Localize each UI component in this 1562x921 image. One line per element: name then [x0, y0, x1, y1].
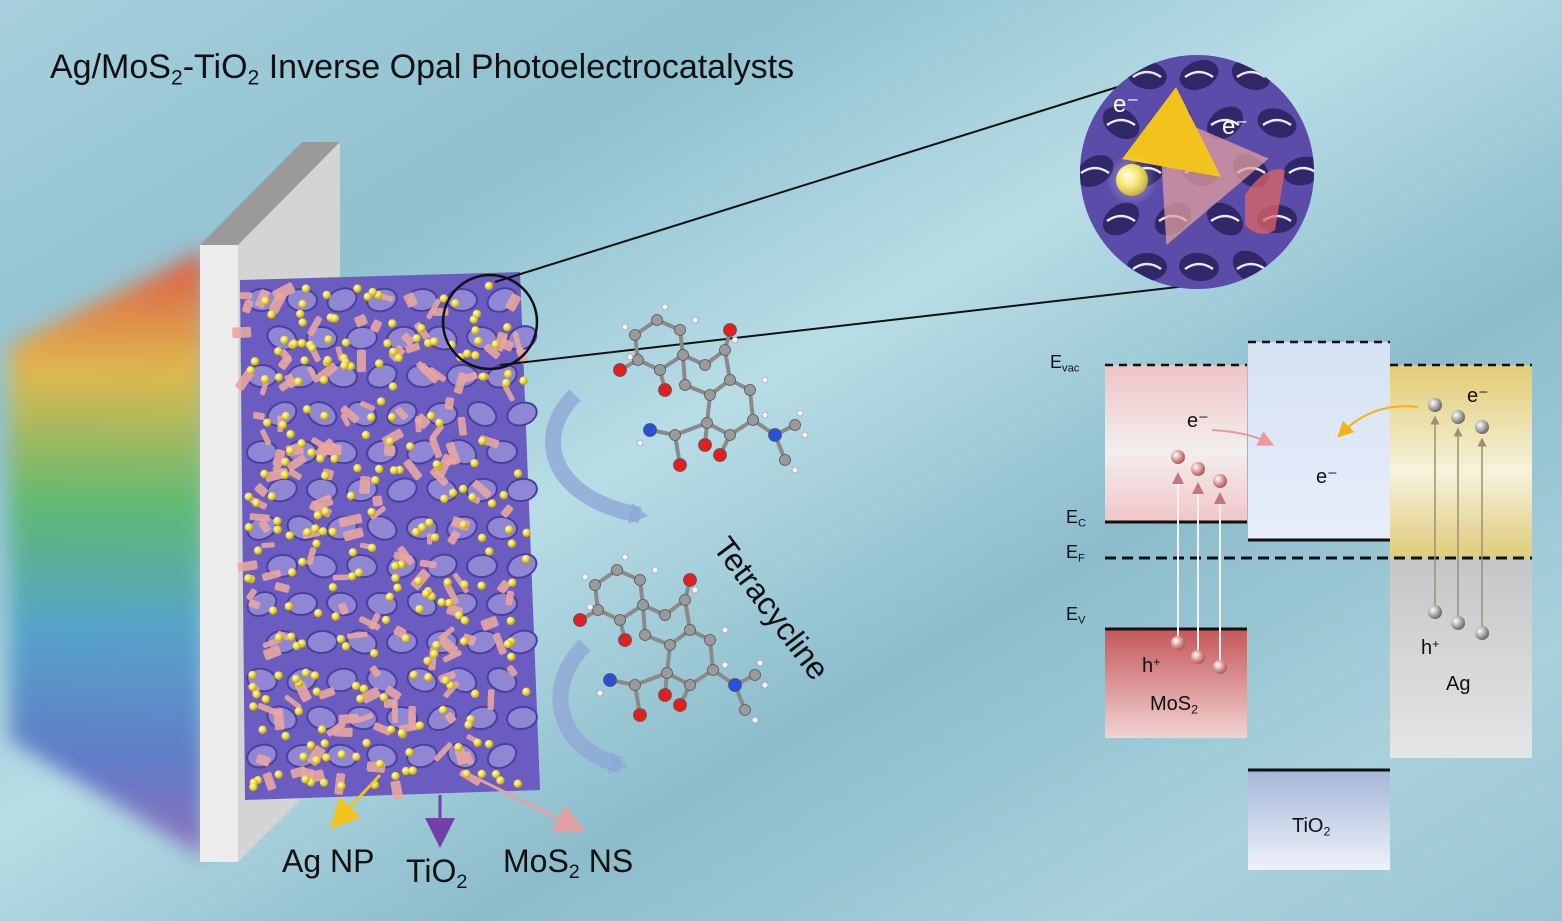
e-vac-label: Evac	[1050, 352, 1080, 375]
mos2-electron-label: e⁻	[1187, 410, 1209, 432]
e-v-label: EV	[1066, 604, 1086, 627]
diagram-title: Ag/MoS2-TiO2 Inverse Opal Photoelectroca…	[50, 48, 795, 90]
tio2-band-label: TiO2	[1292, 815, 1331, 839]
ag-electron-label: e⁻	[1467, 385, 1489, 407]
e-f-label: EF	[1066, 542, 1085, 565]
tetracycline-molecule-1	[613, 303, 809, 474]
mos2-conduction-band	[1105, 365, 1247, 522]
mos2-ns-label: MoS2 NS	[503, 843, 634, 883]
inset-electron-1: e⁻	[1113, 91, 1140, 118]
tio2-conduction-band	[1248, 342, 1390, 540]
mos2-pointer	[469, 773, 586, 832]
zoom-line-top	[494, 79, 1141, 283]
mos2-hole-label: h+	[1142, 655, 1161, 678]
zoom-circle	[441, 273, 539, 371]
e-c-label: EC	[1066, 507, 1087, 530]
mos2-band-label: MoS2	[1150, 693, 1199, 717]
tetracycline-molecule-2	[573, 553, 769, 724]
zoom-line-bottom	[499, 284, 1196, 366]
ag-np-pointer	[329, 773, 382, 829]
ag-np-label: Ag NP	[282, 843, 375, 879]
inset-electron-2: e⁻	[1222, 113, 1249, 140]
tio2-valence-band	[1248, 770, 1390, 870]
light-spectrum	[10, 250, 205, 858]
energy-band-diagram	[1105, 340, 1532, 870]
tio2-label: TiO2	[406, 853, 468, 893]
curved-arrow-2	[552, 639, 623, 773]
ag-hole-label: h+	[1421, 637, 1440, 660]
inverse-opal-structure	[232, 272, 540, 801]
ag-band-lower	[1390, 558, 1532, 758]
ag-band-upper	[1390, 365, 1532, 558]
tio2-electron-label: e⁻	[1316, 466, 1338, 488]
ag-band-label: Ag	[1446, 673, 1471, 695]
curved-arrow-1	[544, 389, 642, 523]
